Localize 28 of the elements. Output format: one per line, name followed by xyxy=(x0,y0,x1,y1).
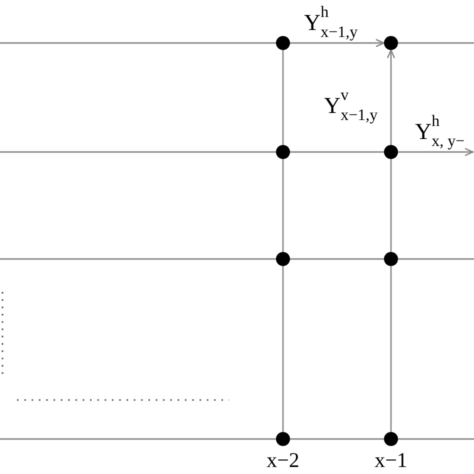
grid-line xyxy=(390,266,392,432)
arrow xyxy=(386,49,396,145)
grid-line xyxy=(282,266,284,432)
node-dot xyxy=(384,432,398,446)
grid-line xyxy=(390,159,392,252)
grid-line xyxy=(0,258,276,260)
arrow xyxy=(398,148,474,156)
column-label: x−1 xyxy=(374,450,408,471)
grid-line xyxy=(282,159,284,252)
grid-line xyxy=(282,50,284,145)
arrow xyxy=(290,38,385,48)
node-dot xyxy=(276,432,290,446)
node-dot xyxy=(276,252,290,266)
grid-line xyxy=(0,151,276,153)
grid-line xyxy=(290,151,384,153)
grid-line xyxy=(0,42,276,44)
grid-line xyxy=(290,438,384,440)
node-dot xyxy=(384,36,398,50)
node-dot xyxy=(384,145,398,159)
node-dot xyxy=(384,252,398,266)
column-label: x−2 xyxy=(266,450,300,471)
grid-line xyxy=(398,42,474,44)
node-dot xyxy=(276,36,290,50)
grid-line xyxy=(290,258,384,260)
grid-line xyxy=(398,438,474,440)
node-dot xyxy=(276,145,290,159)
grid-line xyxy=(0,438,276,440)
grid-line xyxy=(398,258,474,260)
